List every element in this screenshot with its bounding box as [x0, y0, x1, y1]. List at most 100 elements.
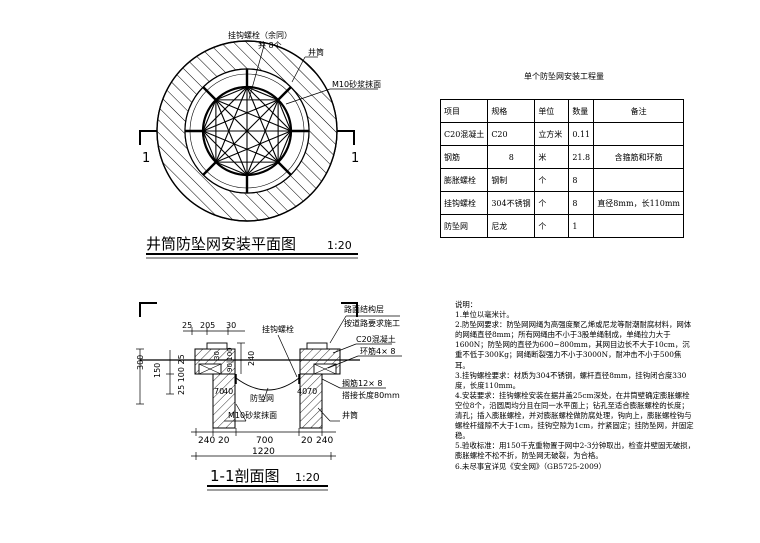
table-cell: C20	[487, 122, 536, 146]
dim-b240-left: 240	[198, 436, 215, 446]
table-cell	[593, 122, 685, 146]
table-header: 规格	[487, 99, 536, 123]
note-item: 2.防坠网要求：防坠网网绳为高强度聚乙烯或尼龙等耐潮耐腐材料，网体的网绳直径8m…	[455, 320, 692, 370]
table-title: 单个防坠网安装工程量	[524, 71, 604, 81]
net-strand	[202, 99, 217, 132]
note-item: 3.挂钩螺栓要求：材质为304不锈钢，螺杆直径8mm，挂钩闭合度330度，长度1…	[455, 370, 687, 390]
note-item: 5.验收标准：用150千克重物置于网中2-3分钟取出，检查井壁固无破损，膨胀螺栓…	[455, 441, 695, 461]
section-marker-right	[337, 130, 355, 145]
table-cell: 钢制	[487, 168, 536, 192]
notes-heading: 说明：	[455, 300, 478, 309]
table-row: 钢筋 8 米 21.8 含箍筋和环筋	[439, 145, 685, 169]
label-section-bolt: 挂钩螺栓	[262, 324, 294, 334]
label-anchor-len: 搭接长度80mm	[342, 390, 400, 400]
dim-b700: 700	[256, 436, 273, 446]
dim-40b: 40	[297, 387, 307, 396]
hook-bolt	[202, 86, 217, 101]
dim-b1220: 1220	[252, 447, 275, 457]
table-cell: 挂钩螺栓	[439, 191, 489, 215]
label-bolt-count: 共 8个	[258, 41, 282, 50]
note-item: 4.安装要求：挂钩螺栓安装在据井盖25cm深处，在井筒壁确定膨胀螺栓空位8个，沿…	[455, 390, 694, 441]
table-cell: 尼龙	[487, 214, 536, 238]
safety-net	[201, 85, 293, 177]
table-cell: 个	[534, 191, 570, 215]
table-cell: 个	[534, 168, 570, 192]
notes: 说明： 1.单位以毫米计。 2.防坠网要求：防坠网网绳为高强度聚乙烯或尼龙等耐潮…	[455, 300, 695, 472]
table-header: 数量	[568, 99, 595, 123]
table-cell: 钢筋	[439, 145, 489, 169]
dim-top-25: 25	[182, 321, 192, 330]
dim-40a: 40	[223, 387, 233, 396]
table-cell: 8	[487, 145, 536, 169]
net-strand	[215, 99, 279, 163]
label-anchor-bar: 搁筋12× 8	[342, 378, 383, 388]
label-net: 防坠网	[250, 393, 274, 403]
table-row: 防坠网 尼龙 个 1	[439, 214, 685, 238]
dim-b20-left: 20	[218, 436, 230, 446]
table-cell: 个	[534, 214, 570, 238]
dim-70b: 70	[307, 387, 317, 396]
label-concrete: C20混凝土	[356, 334, 396, 344]
table-cell: 8	[568, 191, 595, 215]
net-strand	[246, 86, 279, 101]
hook-bolt	[277, 161, 292, 176]
dim-b240-right: 240	[316, 436, 333, 446]
section-view: 25 205 30	[136, 302, 402, 491]
dim-b20-right: 20	[301, 436, 313, 446]
section-title: 1-1剖面图	[210, 467, 280, 485]
table-cell: 21.8	[568, 145, 595, 169]
dim-150: 150	[153, 363, 162, 378]
table-header-row: 项目 规格 单位 数量 备注	[439, 99, 685, 123]
table-cell: 直径8mm，长110mm	[593, 191, 685, 215]
label-section-mortar: M10砂浆抹面	[228, 410, 277, 420]
section-net	[235, 377, 300, 391]
net-strand	[215, 86, 248, 101]
dim-30: 30	[213, 351, 221, 360]
table-cell: 米	[534, 145, 570, 169]
table-cell: 8	[568, 168, 595, 192]
dim-top-205: 205	[200, 321, 215, 330]
dim-300: 300	[136, 355, 145, 370]
section-label-left: 1	[142, 151, 150, 166]
dim-top-30: 30	[226, 321, 236, 330]
dim-70a: 70	[214, 387, 224, 396]
table-cell	[593, 168, 685, 192]
net-strand	[277, 99, 292, 132]
table-row: 挂钩螺栓 304不锈钢 个 8 直径8mm，长110mm	[439, 191, 685, 215]
table-row: C20混凝土 C20 立方米 0.11	[439, 122, 685, 146]
hook-bolt	[277, 86, 292, 101]
table-cell: 含箍筋和环筋	[593, 145, 685, 169]
hook-bolts	[185, 69, 309, 193]
plan-title: 井筒防坠网安装平面图	[146, 235, 296, 253]
note-item: 1.单位以毫米计。	[455, 310, 514, 320]
note-item: 6.未尽事宜详见《安全网》（GB5725-2009）	[455, 461, 606, 471]
section-scale: 1:20	[295, 471, 320, 484]
hook-bolt	[202, 161, 217, 176]
label-pavement: 路面结构层	[344, 304, 384, 314]
table-cell: 立方米	[534, 122, 570, 146]
section-marker-left	[139, 130, 157, 145]
net-strand	[215, 99, 248, 176]
table-cell: 防坠网	[439, 214, 489, 238]
table-cell: 0.11	[568, 122, 595, 146]
table-cell: 1	[568, 214, 595, 238]
table-cell: 膨胀螺栓	[439, 168, 489, 192]
net-strand	[277, 130, 292, 163]
net-strand	[215, 161, 248, 176]
section-label-right: 1	[351, 151, 359, 166]
table-cell	[593, 214, 685, 238]
shaft-wall-left	[212, 373, 236, 429]
quantity-table: 项目 规格 单位 数量 备注 C20混凝土 C20 立方米 0.11 钢筋 8 …	[439, 99, 685, 238]
net-strand	[202, 130, 217, 163]
label-pavement-req: 按道路要求施工	[344, 318, 400, 328]
label-mortar: M10砂浆抹面	[332, 79, 381, 89]
table-cell: C20混凝土	[439, 122, 489, 146]
table-row: 膨胀螺栓 钢制 个 8	[439, 168, 685, 192]
shaft-wall-right	[299, 373, 323, 429]
dim-25-100-25: 25 100 25	[177, 354, 186, 395]
label-section-shaft: 井筒	[342, 410, 358, 420]
table-header: 项目	[439, 99, 489, 123]
table-header: 单位	[534, 99, 570, 123]
label-bolt: 挂钩螺栓（余同）	[228, 30, 292, 40]
